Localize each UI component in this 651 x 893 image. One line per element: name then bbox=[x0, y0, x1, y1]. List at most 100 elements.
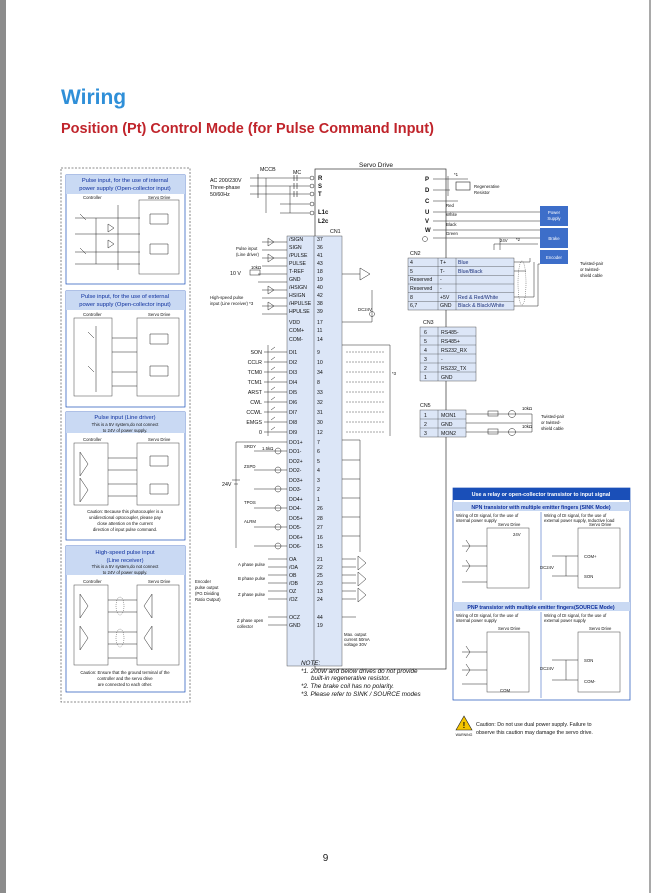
cn2-cable-3: shield cable bbox=[580, 273, 603, 278]
npn-left-1: Wiring of DI signal, for the use of bbox=[456, 513, 519, 518]
page-number: 9 bbox=[322, 853, 329, 864]
note-line-1: *1. 200W and below drives do not provide bbox=[301, 668, 418, 675]
di-note: *3 bbox=[392, 371, 397, 376]
cn5-cable-3: shield cable bbox=[541, 426, 564, 431]
panel1-title-line2: power supply (Open-collector input) bbox=[79, 186, 171, 192]
drive-title: Servo Drive bbox=[359, 162, 393, 169]
meter-icon bbox=[508, 410, 516, 418]
do-signal: ZSPD bbox=[244, 464, 255, 469]
pulse-input-label-1: Pulse input bbox=[236, 246, 258, 251]
pin-number: 18 bbox=[317, 269, 323, 275]
page-edge-left bbox=[0, 0, 6, 893]
cn5-sig: GND bbox=[441, 422, 453, 428]
relay-panel-header: Use a relay or open-collector transistor… bbox=[472, 492, 611, 498]
pin-name: DI3 bbox=[289, 370, 297, 376]
cn2-sig: GND bbox=[440, 303, 452, 309]
mccb-label: MCCB bbox=[260, 167, 276, 173]
cn2-wire: Black & Black/White bbox=[458, 303, 505, 309]
npn-servo-label-1: Servo Drive bbox=[498, 522, 521, 527]
panel4-title-line1: High-speed pulse input bbox=[95, 550, 155, 556]
pin-number: 15 bbox=[317, 544, 323, 550]
pin-name: T-REF bbox=[289, 269, 304, 275]
pin-number: 13 bbox=[317, 589, 323, 595]
cn2-sig: T+ bbox=[440, 260, 446, 266]
npn-dc24v: DC24V bbox=[540, 565, 554, 570]
pin-name: DI7 bbox=[289, 410, 297, 416]
cn2-pin: 4 bbox=[410, 260, 413, 266]
pin-name: DI2 bbox=[289, 360, 297, 366]
pin-number: 10 bbox=[317, 360, 323, 366]
terminal-p: P bbox=[425, 177, 429, 183]
cn2-label: CN2 bbox=[410, 251, 421, 257]
do-signal: ALRM bbox=[244, 519, 256, 524]
panel3-caution-1: Caution: Because this photocoupler is a bbox=[87, 509, 163, 514]
pin-number: 37 bbox=[317, 237, 323, 243]
npn-right-2: external power supply, Inductive load bbox=[544, 518, 615, 523]
cn5-resistor-1: 10kΩ bbox=[522, 406, 533, 411]
panel4-drive-label: Servo Drive bbox=[148, 579, 171, 584]
panel1-drive-label: Servo Drive bbox=[148, 195, 171, 200]
pin-name: /OZ bbox=[289, 597, 298, 603]
pin-name: DI5 bbox=[289, 390, 297, 396]
do-signal: SRDY bbox=[244, 444, 256, 449]
cn2-wire: Red & Red/White bbox=[458, 295, 498, 301]
pnp-dc24v: DC24V bbox=[540, 666, 554, 671]
do-resistor: 1.5kΩ bbox=[262, 446, 274, 451]
di-signal: CWL bbox=[250, 400, 262, 406]
motor-power-box bbox=[540, 206, 568, 226]
caution-line-1: Caution: Do not use dual power supply. F… bbox=[476, 722, 592, 728]
panel1-controller-label: Controller bbox=[83, 195, 102, 200]
cn2-sig: - bbox=[440, 277, 442, 283]
pin-name: /OA bbox=[289, 565, 298, 571]
supply-line3: 50/60Hz bbox=[210, 192, 230, 198]
pin-number: 4 bbox=[317, 468, 320, 474]
note-line-4: *3. Please refer to SINK / SOURCE modes bbox=[301, 691, 422, 698]
cn5-pin: 3 bbox=[424, 431, 427, 437]
pin-number: 42 bbox=[317, 293, 323, 299]
enc-label-a: A phase pulse bbox=[238, 562, 266, 567]
pin-number: 8 bbox=[317, 380, 320, 386]
supply-line1: AC 200/230V bbox=[210, 178, 242, 184]
voltage-label: 10 V bbox=[230, 271, 241, 277]
pin-name: /SIGN bbox=[289, 237, 303, 243]
cn3-pin: 6 bbox=[424, 330, 427, 336]
cn3-pin: 5 bbox=[424, 339, 427, 345]
pin-number: 40 bbox=[317, 285, 323, 291]
pin-name: HSIGN bbox=[289, 293, 306, 299]
caution-note: ! WARNING Caution: Do not use dual power… bbox=[455, 715, 593, 737]
cn2-sig: - bbox=[440, 286, 442, 292]
panel4-caution-2: controller and the servo drive bbox=[97, 676, 153, 681]
pin-name: DO3+ bbox=[289, 478, 303, 484]
cn3-sig: RS485+ bbox=[441, 339, 460, 345]
wire-white: White bbox=[446, 212, 458, 217]
warning-icon bbox=[455, 715, 473, 731]
panel3-drive-label: Servo Drive bbox=[148, 437, 171, 442]
cn1-do-block: SRDY ZSPD TPOS ALRM 1.5kΩ 24V DO1+7 DO1-… bbox=[222, 439, 361, 552]
terminal-c: C bbox=[425, 199, 430, 205]
npn-left-2: internal power supply bbox=[456, 518, 497, 523]
brake-label: Brake bbox=[548, 236, 560, 241]
pin-number: 36 bbox=[317, 245, 323, 251]
terminal-u: U bbox=[425, 210, 429, 216]
cn5-cable-1: Twisted-pair bbox=[541, 414, 565, 419]
cn5-pin: 2 bbox=[424, 422, 427, 428]
pin-name: GND bbox=[289, 277, 301, 283]
pin-name: DO2- bbox=[289, 468, 302, 474]
pnp-left-1: Wiring of DI signal, for the use of bbox=[456, 613, 519, 618]
pnp-servo-label-2: Servo Drive bbox=[589, 626, 612, 631]
terminal-w: W bbox=[425, 228, 431, 234]
pin-number: 3 bbox=[317, 478, 320, 484]
enc-output-1: Encoder bbox=[195, 579, 212, 584]
pnp-right-1: Wiring of DI signal, for the use of bbox=[544, 613, 607, 618]
panel3-caution-2: unidirectional optocoupler, please pay bbox=[89, 515, 162, 520]
notes-title: NOTE: bbox=[301, 660, 320, 667]
pin-number: 22 bbox=[317, 565, 323, 571]
cn2-pin: 5 bbox=[410, 269, 413, 275]
npn-son: SON bbox=[584, 574, 593, 579]
pot-resistor-label: 10kΩ bbox=[251, 265, 262, 270]
cn3-sig: RS232_RX bbox=[441, 348, 467, 354]
pin-number: 34 bbox=[317, 370, 323, 376]
